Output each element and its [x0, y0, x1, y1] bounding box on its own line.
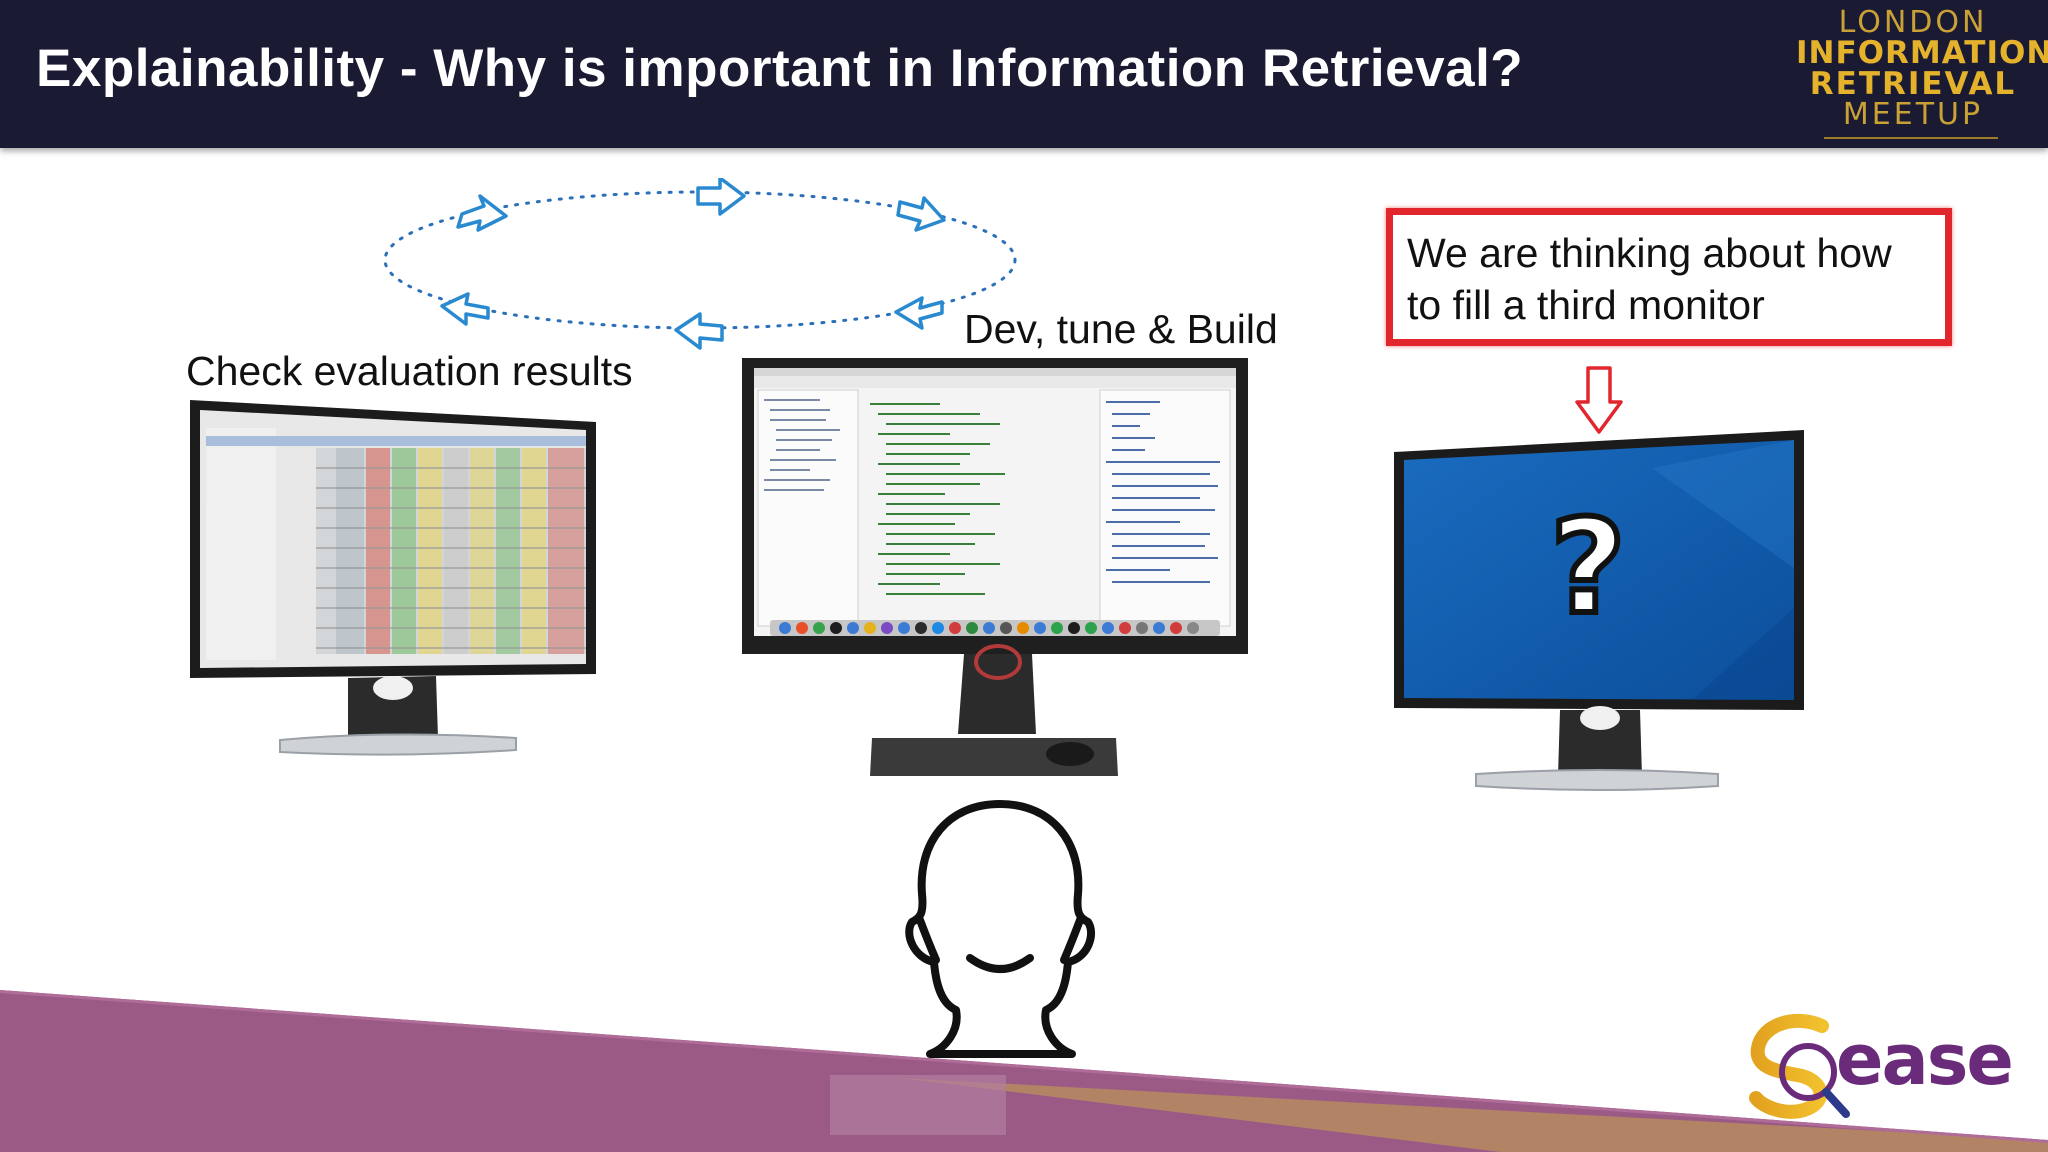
bottom-decorative-band	[0, 990, 2048, 1152]
label-check-evaluation: Check evaluation results	[186, 348, 633, 394]
center-monitor	[742, 358, 1248, 776]
faint-placeholder-block	[830, 1075, 1006, 1135]
third-monitor-callout: We are thinking about how to fill a thir…	[1386, 208, 1952, 346]
logo-line-meetup: MEETUP	[1842, 97, 1984, 132]
callout-line-1: We are thinking about how	[1407, 230, 1892, 276]
london-ir-meetup-logo: LONDON INFORMATION RETRIEVAL MEETUP	[1796, 5, 2048, 132]
cycle-arrows-icon	[383, 178, 1017, 350]
slide-title: Explainability - Why is important in Inf…	[36, 39, 1524, 98]
callout-text: We are thinking about how to fill a thir…	[1407, 227, 1892, 331]
callout-line-2: to fill a third monitor	[1407, 282, 1765, 328]
question-mark-symbol: ?	[1547, 491, 1628, 643]
logo-line-london: LONDON	[1838, 5, 1988, 40]
left-monitor	[190, 400, 596, 756]
sease-brand-logo	[1749, 1013, 1850, 1119]
brand-wordmark: ease	[1836, 1019, 2014, 1101]
logo-underline	[1824, 137, 1998, 139]
logo-line-retrieval: RETRIEVAL	[1809, 66, 2017, 102]
person-head-icon	[905, 800, 1096, 1058]
header-bar: Explainability - Why is important in Inf…	[0, 0, 2048, 148]
logo-line-information: INFORMATION	[1796, 35, 2048, 71]
down-arrow-icon	[1575, 366, 1623, 434]
right-monitor	[1394, 430, 1804, 791]
label-dev-tune-build: Dev, tune & Build	[964, 306, 1278, 352]
